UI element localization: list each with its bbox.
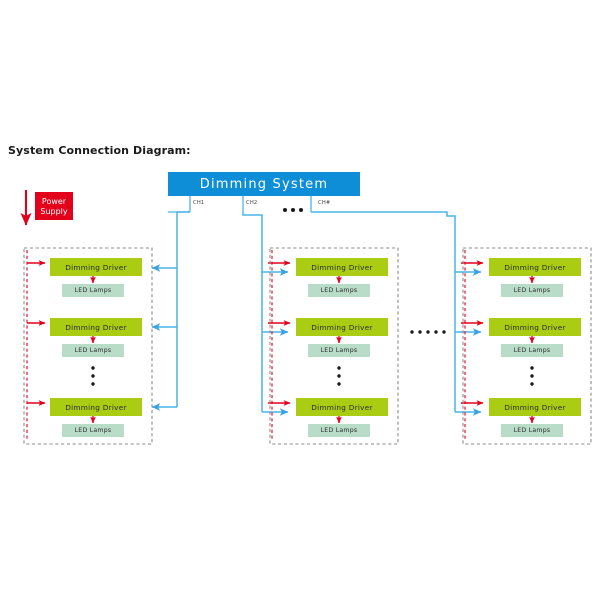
power-supply-box [35, 192, 73, 220]
driver-box-g3-d3 [489, 398, 581, 416]
group-box-ch1 [23, 247, 153, 445]
group3-ellipsis-dot [530, 374, 534, 378]
driver-box-g2-d3 [296, 398, 388, 416]
driver-box-g1-d2 [50, 318, 142, 336]
group-gap-ellipsis-dot [434, 330, 438, 334]
lamp-box-g3-d3 [501, 424, 563, 437]
driver-box-g3-d1 [489, 258, 581, 276]
ch1-bus [176, 211, 190, 407]
channel-ellipsis-dot [299, 208, 303, 212]
group3-ellipsis-dot [530, 382, 534, 386]
group1-ellipsis-dot [91, 382, 95, 386]
group-box-ch2 [269, 247, 399, 445]
group-gap-ellipsis-dot [426, 330, 430, 334]
driver-box-g3-d2 [489, 318, 581, 336]
driver-box-g2-d2 [296, 318, 388, 336]
channel-ellipsis-dot [283, 208, 287, 212]
channel-ellipsis-dot [291, 208, 295, 212]
group-box-chn [462, 247, 592, 445]
lamp-box-g2-d2 [308, 344, 370, 357]
lamp-box-g1-d1 [62, 284, 124, 297]
group2-ellipsis-dot [337, 366, 341, 370]
group2-ellipsis-dot [337, 382, 341, 386]
ch2-bus [242, 212, 263, 412]
lamp-box-g1-d2 [62, 344, 124, 357]
group-gap-ellipsis-dot [442, 330, 446, 334]
group-gap-ellipsis-dot [410, 330, 414, 334]
group3-ellipsis-dot [530, 366, 534, 370]
lamp-box-g2-d1 [308, 284, 370, 297]
dimming-system-bar [168, 172, 360, 196]
group2-ellipsis-dot [337, 374, 341, 378]
lamp-box-g2-d3 [308, 424, 370, 437]
driver-box-g1-d3 [50, 398, 142, 416]
driver-box-g1-d1 [50, 258, 142, 276]
group1-ellipsis-dot [91, 366, 95, 370]
lamp-box-g1-d3 [62, 424, 124, 437]
group1-ellipsis-dot [91, 374, 95, 378]
group-gap-ellipsis-dot [418, 330, 422, 334]
chn-bus [311, 211, 456, 412]
lamp-box-g3-d2 [501, 344, 563, 357]
lamp-box-g3-d1 [501, 284, 563, 297]
driver-box-g2-d1 [296, 258, 388, 276]
